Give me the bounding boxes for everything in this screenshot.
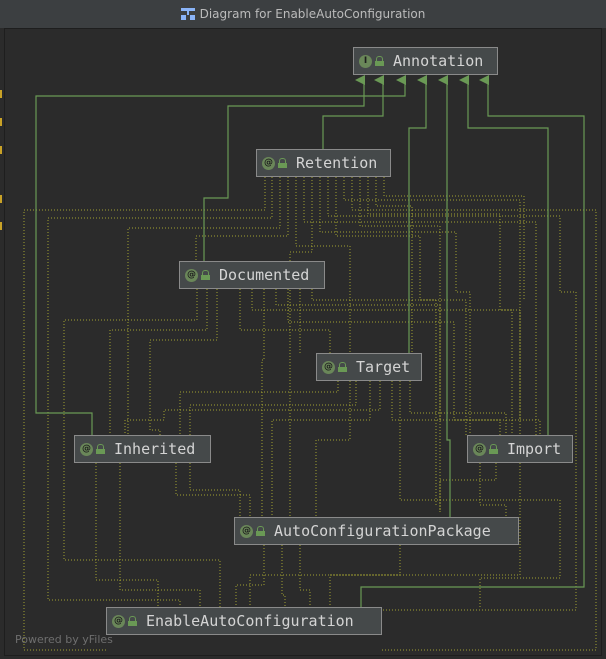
node-inherited[interactable]: @ Inherited bbox=[74, 435, 211, 463]
annotation-icon: @ bbox=[473, 442, 486, 456]
window-title: Diagram for EnableAutoConfiguration bbox=[199, 7, 426, 21]
lock-icon bbox=[96, 444, 105, 454]
lock-icon bbox=[375, 56, 384, 66]
lock-icon bbox=[489, 444, 498, 454]
lock-icon bbox=[338, 362, 347, 372]
node-documented[interactable]: @ Documented bbox=[179, 261, 325, 289]
node-label: AutoConfigurationPackage bbox=[274, 522, 491, 540]
node-label: Import bbox=[507, 440, 562, 458]
node-enableautoconfiguration[interactable]: @ EnableAutoConfiguration bbox=[106, 607, 382, 635]
node-label: Annotation bbox=[393, 52, 484, 70]
annotation-icon: @ bbox=[262, 156, 275, 170]
lock-icon bbox=[256, 526, 265, 536]
interface-icon: I bbox=[359, 54, 372, 68]
annotation-icon: @ bbox=[80, 442, 93, 456]
annotation-icon: @ bbox=[185, 268, 198, 282]
diagram-icon bbox=[180, 8, 195, 20]
lock-icon bbox=[128, 616, 137, 626]
node-target[interactable]: @ Target bbox=[316, 353, 422, 381]
title-bar: Diagram for EnableAutoConfiguration bbox=[0, 0, 606, 29]
annotation-icon: @ bbox=[322, 360, 335, 374]
lock-icon bbox=[278, 158, 287, 168]
diagram-canvas[interactable] bbox=[4, 28, 602, 656]
node-autoconfigurationpackage[interactable]: @ AutoConfigurationPackage bbox=[234, 517, 519, 545]
node-import[interactable]: @ Import bbox=[467, 435, 573, 463]
annotation-icon: @ bbox=[240, 524, 253, 538]
node-label: Retention bbox=[296, 154, 378, 172]
node-label: Inherited bbox=[114, 440, 196, 458]
node-label: EnableAutoConfiguration bbox=[146, 612, 354, 630]
powered-by-label: Powered by yFiles bbox=[15, 633, 113, 646]
node-label: Target bbox=[356, 358, 411, 376]
node-annotation[interactable]: I Annotation bbox=[353, 47, 498, 75]
lock-icon bbox=[201, 270, 210, 280]
annotation-icon: @ bbox=[112, 614, 125, 628]
node-retention[interactable]: @ Retention bbox=[256, 149, 391, 177]
node-label: Documented bbox=[219, 266, 310, 284]
